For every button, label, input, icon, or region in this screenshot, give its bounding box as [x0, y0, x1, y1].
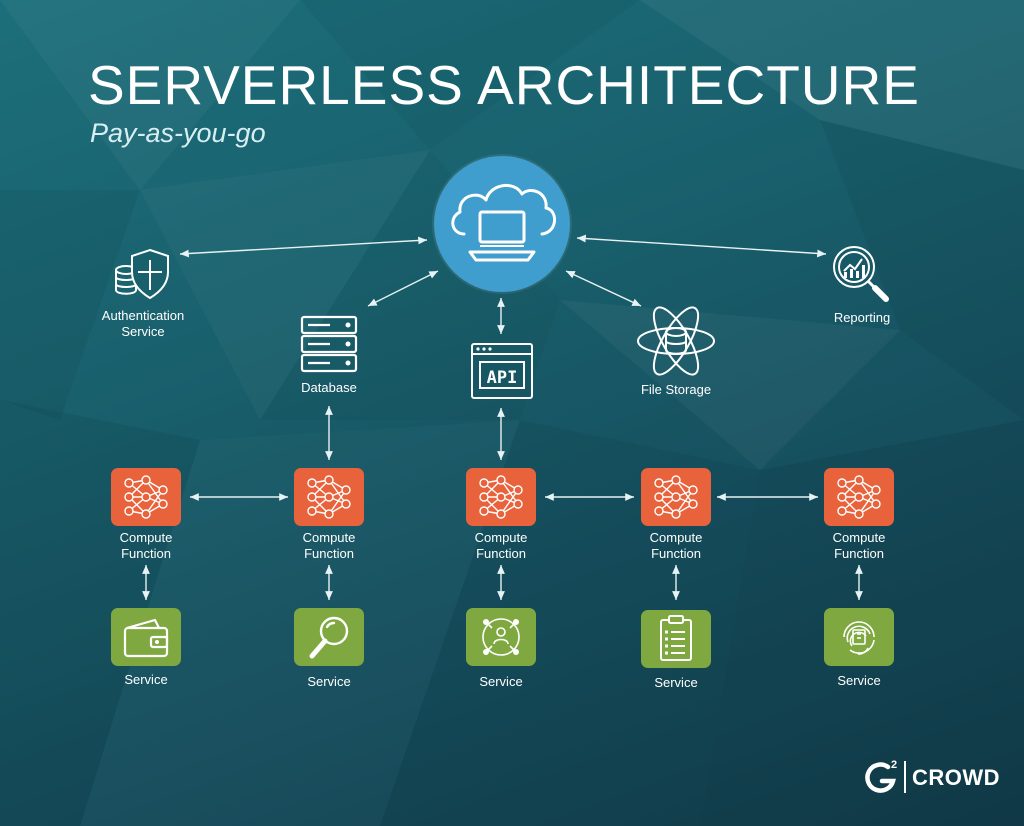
arrow-hub-reporting — [576, 234, 827, 258]
service-tile — [294, 608, 364, 666]
chart-magnifier-icon — [833, 246, 889, 302]
neural-network-icon — [307, 475, 351, 519]
service-label: Service — [479, 674, 523, 689]
service-label: Service — [654, 675, 698, 690]
compute-function-tile — [466, 468, 536, 526]
service-label: Service — [124, 672, 168, 687]
server-rack-icon — [300, 315, 358, 373]
arrow-hub-filestorage — [565, 270, 642, 307]
atom-database-icon — [637, 306, 715, 376]
service-tile — [641, 610, 711, 668]
user-network-icon — [482, 618, 520, 656]
api-window-icon: API — [471, 343, 533, 399]
authentication-label: Authentication Service — [101, 308, 185, 339]
service-label: Service — [307, 674, 351, 689]
service-label: Service — [837, 673, 881, 688]
authentication-node — [112, 246, 174, 302]
neural-network-icon — [654, 475, 698, 519]
g2-crowd-logo: 2 CROWD — [860, 757, 1000, 797]
service-tile — [466, 608, 536, 666]
magnifier-icon — [309, 616, 349, 659]
service-tile — [824, 608, 894, 666]
arrow-hub-auth — [179, 236, 428, 258]
logo-separator — [904, 761, 906, 793]
cloud-laptop-icon — [451, 184, 556, 262]
reporting-label: Reporting — [833, 310, 891, 325]
wallet-icon — [123, 618, 169, 658]
neural-network-icon — [479, 475, 523, 519]
page-subtitle: Pay-as-you-go — [90, 118, 266, 148]
cloud-hub — [434, 156, 570, 292]
api-text: API — [487, 368, 518, 388]
neural-network-icon — [837, 475, 881, 519]
clipboard-icon — [660, 615, 692, 661]
compute-function-tile — [824, 468, 894, 526]
shield-database-icon — [115, 248, 169, 300]
svg-text:2: 2 — [891, 759, 897, 771]
logo-text: CROWD — [912, 765, 1001, 790]
compute-function-tile — [294, 468, 364, 526]
database-label: Database — [301, 380, 357, 395]
database-node — [300, 315, 358, 373]
g2-logo-mark-icon: 2 — [865, 759, 897, 793]
compute-function-tile — [641, 468, 711, 526]
api-node: API — [470, 342, 534, 400]
page-title: SERVERLESS ARCHITECTURE — [88, 54, 920, 116]
file-storage-node — [636, 306, 716, 376]
service-tile — [111, 608, 181, 666]
fingerprint-icon — [843, 621, 875, 655]
arrow-hub-database — [367, 270, 439, 307]
reporting-node — [828, 243, 892, 305]
file-storage-label: File Storage — [640, 382, 712, 397]
compute-function-tile — [111, 468, 181, 526]
neural-network-icon — [124, 475, 168, 519]
